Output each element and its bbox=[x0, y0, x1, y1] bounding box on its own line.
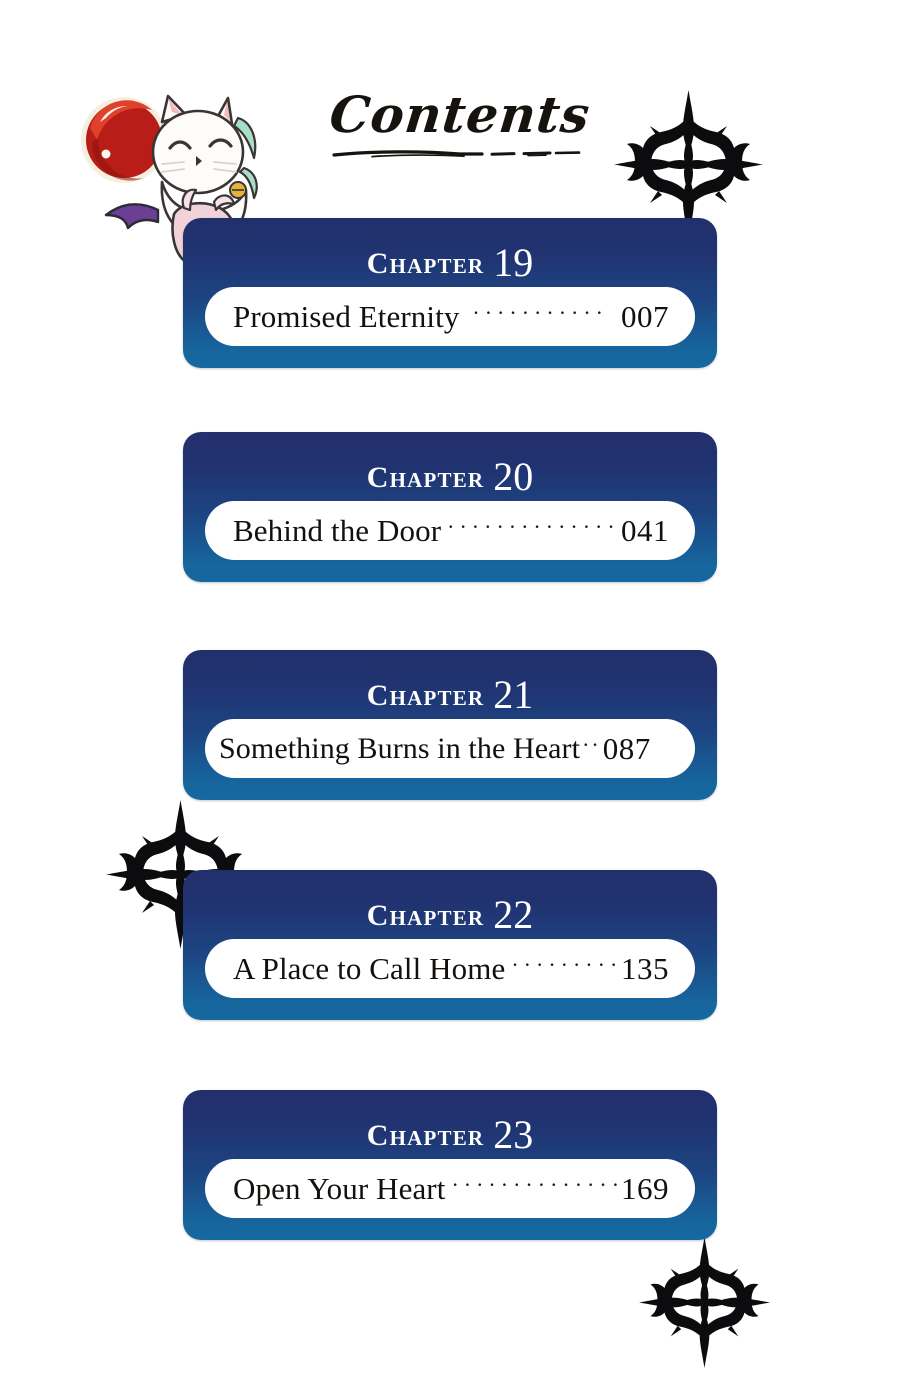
chapter-entry-pill[interactable]: Open Your Heart ················ 169 bbox=[205, 1159, 695, 1218]
title-underline-ornament bbox=[332, 150, 581, 158]
chapter-page-number: 041 bbox=[621, 512, 669, 548]
chapter-entry-pill[interactable]: Behind the Door ·············· 041 bbox=[205, 501, 695, 560]
page-title: Contents bbox=[326, 85, 594, 144]
compass-rose-ornament-bottom-right bbox=[639, 1237, 770, 1368]
chapter-number: 22 bbox=[493, 892, 534, 937]
chapter-page-number: 007 bbox=[621, 298, 669, 334]
chapter-title: Something Burns in the Heart bbox=[219, 731, 581, 765]
chapter-page-number: 135 bbox=[621, 950, 669, 986]
chapter-label: Chapter bbox=[366, 247, 485, 280]
chapter-number: 23 bbox=[493, 1112, 534, 1157]
chapter-label: Chapter bbox=[366, 1119, 485, 1152]
leader-dots: ········· bbox=[511, 951, 621, 977]
leader-dots: ·· bbox=[582, 731, 601, 757]
chapter-number: 20 bbox=[493, 454, 534, 499]
chapter-entry-pill[interactable]: A Place to Call Home ········· 135 bbox=[205, 939, 695, 998]
chapter-entry-pill[interactable]: Promised Eternity ··········· 007 bbox=[205, 287, 695, 346]
leader-dots: ··········· bbox=[472, 299, 608, 325]
chapter-label: Chapter bbox=[366, 679, 485, 712]
chapter-number: 21 bbox=[493, 672, 534, 717]
chapter-title: Open Your Heart bbox=[233, 1170, 446, 1206]
chapter-title: A Place to Call Home bbox=[233, 950, 506, 986]
chapter-title: Promised Eternity bbox=[233, 298, 460, 334]
chapter-page-number: 169 bbox=[621, 1170, 669, 1206]
leader-dots: ················ bbox=[451, 1171, 621, 1197]
leader-dots: ·············· bbox=[447, 513, 620, 539]
chapter-label: Chapter bbox=[366, 461, 485, 494]
chapter-entry-pill[interactable]: Something Burns in the Heart ·· 087 bbox=[205, 719, 695, 778]
chapter-number: 19 bbox=[493, 240, 534, 285]
page-title-block: Contents bbox=[300, 85, 620, 176]
chapter-title: Behind the Door bbox=[233, 512, 442, 548]
chapter-label: Chapter bbox=[366, 899, 485, 932]
chapter-page-number: 087 bbox=[602, 730, 651, 766]
